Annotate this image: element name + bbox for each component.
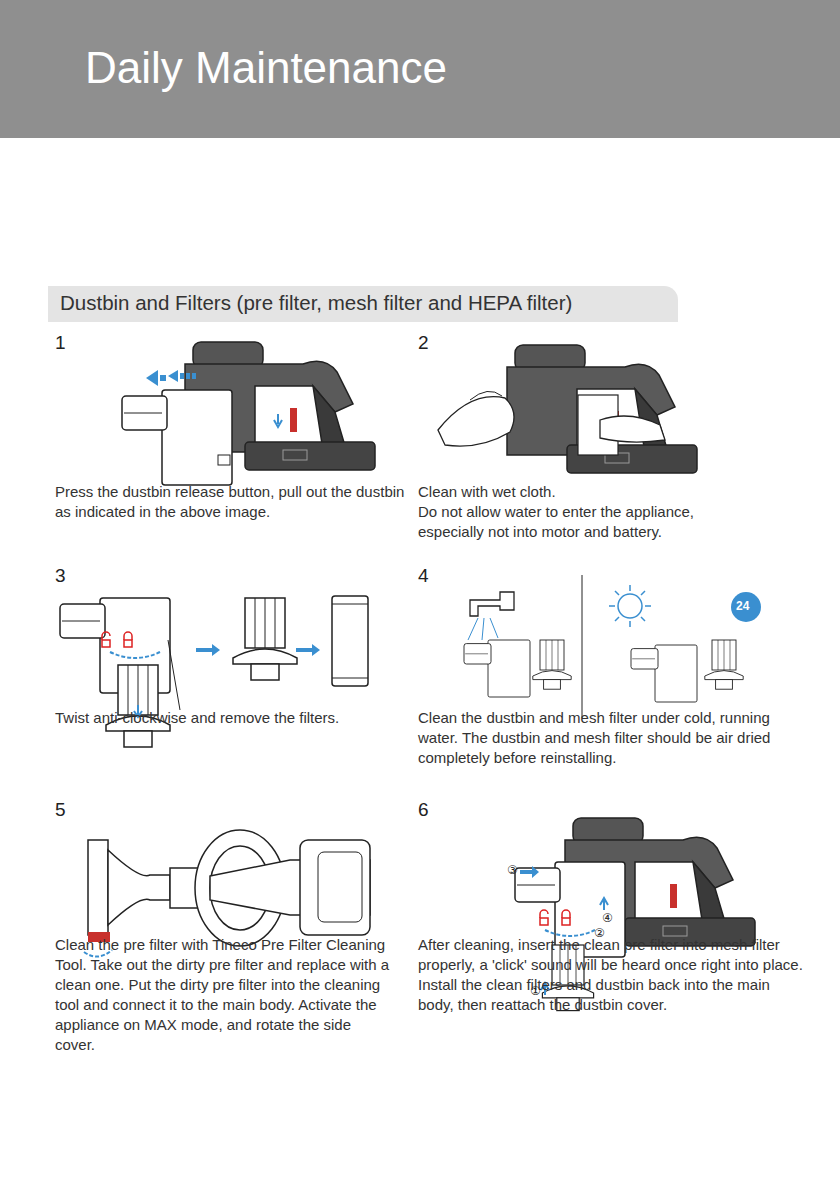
step-number: 6: [418, 800, 429, 820]
step-caption: Press the dustbin release button, pull o…: [55, 482, 405, 522]
step-number: 3: [55, 566, 66, 586]
title-band: Daily Maintenance: [0, 0, 840, 138]
callout-number: ②: [594, 927, 605, 939]
callout-number: ③: [507, 864, 518, 876]
callout-number: ①: [530, 985, 541, 997]
step-caption: Do not allow water to enter the applianc…: [418, 502, 748, 542]
timer-text: 24: [736, 600, 749, 612]
section-header: Dustbin and Filters (pre filter, mesh fi…: [48, 286, 678, 322]
step-number: 2: [418, 333, 429, 353]
step-number: 4: [418, 566, 429, 586]
step-caption: Twist anti-clockwise and remove the filt…: [55, 708, 405, 728]
step-caption: After cleaning, insert the clean pre fil…: [418, 935, 803, 1015]
step-caption: Clean the pre filter with Tineco Pre Fil…: [55, 935, 390, 1055]
heading-text: Daily Maintenance: [85, 42, 840, 95]
step-number: 5: [55, 800, 66, 820]
step-number: 1: [55, 333, 66, 353]
heading-text: Dustbin and Filters (pre filter, mesh fi…: [60, 291, 678, 316]
step-caption: Clean the dustbin and mesh filter under …: [418, 708, 803, 768]
step-caption: Clean with wet cloth.: [418, 482, 803, 502]
callout-number: ④: [602, 912, 613, 924]
